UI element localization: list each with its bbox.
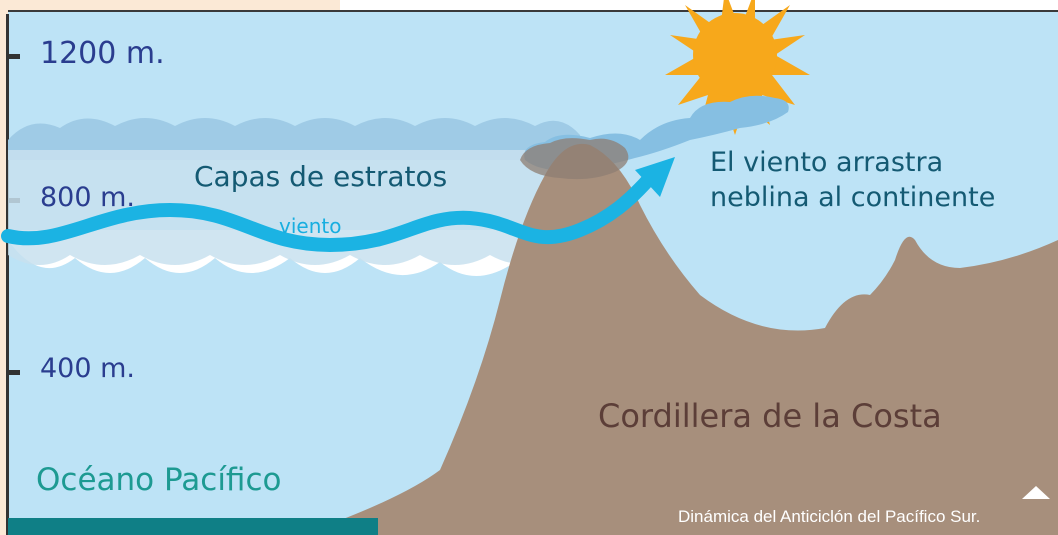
- frame-top-edge: [8, 10, 1058, 12]
- fog-description: El viento arrastra neblina al continente: [710, 145, 995, 215]
- ocean-label: Océano Pacífico: [36, 462, 282, 498]
- ocean-band: [8, 518, 378, 535]
- altitude-label-400: 400 m.: [40, 353, 136, 384]
- wind-arrow: [1, 157, 675, 253]
- altitude-axis: [6, 14, 9, 535]
- sun-icon: [665, 0, 810, 135]
- altitude-label-800: 800 m.: [40, 182, 136, 213]
- tick-400: [8, 370, 20, 375]
- wind-label: viento: [279, 214, 342, 238]
- stratus-cloud-layer: [8, 118, 580, 276]
- caption-toggle-arrow-icon[interactable]: [1022, 486, 1050, 499]
- altitude-label-1200: 1200 m.: [40, 36, 165, 71]
- fog-on-peak: [520, 138, 629, 180]
- figure-caption: Dinámica del Anticiclón del Pacífico Sur…: [678, 507, 981, 526]
- stratus-layer-label: Capas de estratos: [194, 160, 448, 193]
- mountain-range-label: Cordillera de la Costa: [598, 397, 942, 435]
- fog-description-line2: neblina al continente: [710, 182, 996, 213]
- coastal-range-mountain: [300, 143, 1058, 535]
- fog-description-line1: El viento arrastra: [710, 147, 944, 178]
- tick-1200: [8, 54, 20, 59]
- top-panel-white: [340, 0, 1058, 10]
